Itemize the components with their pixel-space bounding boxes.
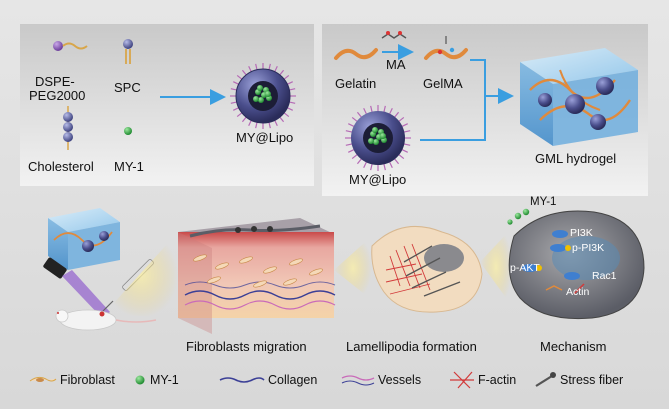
label-dspe-line1: DSPE- <box>35 74 75 89</box>
gelatin-icon <box>334 48 378 60</box>
drug-bead <box>368 138 374 144</box>
label-cell-actin: Actin <box>566 286 590 298</box>
fibroblast-cell <box>239 256 253 264</box>
legend-vessels-icon <box>341 375 375 381</box>
gelma-icon <box>424 36 468 60</box>
my-lipo-liposome-icon <box>230 63 296 129</box>
peg-chain <box>351 116 359 123</box>
fibroblast-cell <box>207 276 221 284</box>
fibroblast-cell <box>253 280 267 288</box>
peg-chain <box>348 123 355 128</box>
peg-chain <box>401 148 408 153</box>
label-cell-rac1: Rac1 <box>592 270 617 282</box>
peg-chain <box>393 157 400 165</box>
legend-collagen-label: Collagen <box>268 373 318 387</box>
fibroblast-cell <box>283 278 297 286</box>
label-cell-pakt: p-AKT <box>510 262 540 274</box>
peg-chain <box>403 143 411 146</box>
label-my1: MY-1 <box>114 159 144 174</box>
label-gelma: GelMA <box>423 76 463 91</box>
cholesterol-icon <box>63 106 73 150</box>
drug-bead <box>253 96 259 102</box>
gml-hydrogel-cube-icon <box>520 48 638 146</box>
drug-bead <box>372 127 378 133</box>
drug-bead <box>265 91 271 97</box>
legend-vessels-label: Vessels <box>378 373 422 387</box>
peg-chain <box>356 157 363 165</box>
peg-chain <box>397 116 405 123</box>
caption-fibroblasts-migration: Fibroblasts migration <box>186 339 307 354</box>
caption-lamellipodia-formation: Lamellipodia formation <box>346 339 477 354</box>
peg-chain <box>363 108 368 115</box>
legend-stress-fiber-icon <box>535 372 556 387</box>
label-gelatin: Gelatin <box>335 76 377 91</box>
fibroblast-cell <box>309 268 323 276</box>
legend-my1-label: MY-1 <box>150 373 179 387</box>
label-ma: MA <box>386 57 406 72</box>
peg-chain <box>383 163 386 171</box>
peg-chain <box>356 111 363 119</box>
peg-chain <box>348 148 355 153</box>
ma-icon <box>381 31 407 39</box>
fibroblast-cell <box>263 266 277 274</box>
mouse-icon <box>55 309 157 331</box>
arrow-lipo-merge <box>420 96 486 141</box>
fibroblast-cell <box>215 262 229 270</box>
label-dspe-line2: PEG2000 <box>29 88 86 103</box>
peg-chain <box>363 161 368 168</box>
label-cell-pi3k: PI3K <box>570 227 593 239</box>
fibroblast-cell <box>193 254 207 262</box>
legend-my1-icon <box>135 375 145 385</box>
peg-chain <box>370 105 373 113</box>
peg-chain <box>388 108 393 115</box>
label-spc: SPC <box>114 80 141 95</box>
zoom-cone-skin <box>104 232 178 318</box>
peg-chain <box>370 163 373 171</box>
dspe-peg2000-icon <box>53 41 88 51</box>
my-lipo-liposome-icon-2 <box>345 105 411 171</box>
legend-fibroblast-icon <box>29 376 57 382</box>
lamellipodia-cell-icon <box>371 225 483 313</box>
legend-fibroblast-label: Fibroblast <box>60 373 115 387</box>
zoom-cone-mechanism <box>480 228 512 306</box>
label-cholesterol: Cholesterol <box>28 159 94 174</box>
peg-chain <box>345 130 353 133</box>
caption-mechanism: Mechanism <box>540 339 607 354</box>
drug-bead <box>380 133 386 139</box>
zoom-cone-lamellipodia <box>334 236 372 300</box>
peg-chain <box>388 161 393 168</box>
skin-tissue-block-icon <box>178 218 336 334</box>
peg-chain <box>351 153 359 160</box>
fibroblast-cell <box>289 258 303 266</box>
drug-bead <box>257 85 263 91</box>
peg-chain <box>345 143 353 146</box>
my1-drug-icon <box>124 127 132 135</box>
label-cell-my1: MY-1 <box>530 196 557 208</box>
hydrogel-cube-small-icon <box>48 208 120 270</box>
drug-bead <box>258 97 264 103</box>
legend-vessels-icon-2 <box>341 380 375 386</box>
peg-chain <box>383 105 386 113</box>
peg-chain <box>393 111 400 119</box>
legend-stress-fiber-label: Stress fiber <box>560 373 624 387</box>
light-source-icon <box>43 257 110 318</box>
label-cell-ppi3k: p-PI3K <box>572 242 605 254</box>
peg-chain <box>403 130 411 133</box>
label-gml-hydrogel: GML hydrogel <box>535 151 617 166</box>
spc-icon <box>123 39 133 64</box>
legend-factin-label: F-actin <box>478 373 517 387</box>
mechanism-cell-icon <box>507 208 645 320</box>
legend-factin-icon <box>450 371 474 389</box>
arrow-gelma-merge <box>470 59 514 104</box>
peg-chain <box>401 123 408 128</box>
label-my-lipo: MY@Lipo <box>236 130 294 145</box>
drug-bead <box>373 139 379 145</box>
legend-collagen-icon <box>219 377 265 383</box>
label-my-lipo-2: MY@Lipo <box>349 172 407 187</box>
peg-chain <box>397 153 405 160</box>
